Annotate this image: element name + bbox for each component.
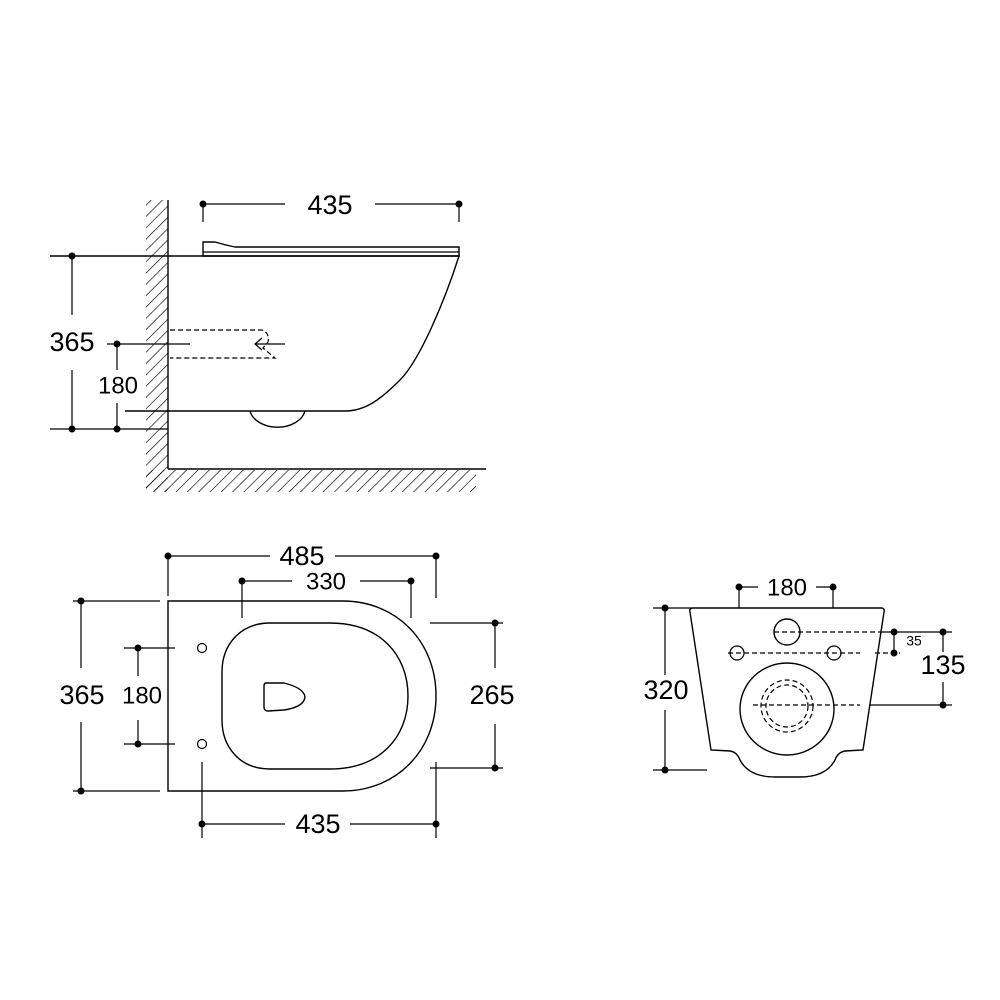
inlet-arrow-icon [254,337,263,351]
bowl-outline [221,622,409,770]
outlet-dashed-outer [760,679,814,733]
rear-outline [689,607,885,778]
toilet-body [50,255,460,412]
top-width-label: 365 [59,680,104,710]
side-depth-label: 435 [307,190,352,220]
floor-hatch [146,470,476,492]
wall-hatch [146,200,168,492]
rear-height-label: 320 [643,675,688,705]
rear-fixing-spacing-label: 180 [767,574,807,601]
side-view: 435 365 180 [49,190,488,492]
top-length-label: 485 [279,541,324,571]
rear-view: 180 320 35 135 [643,574,966,778]
top-fixing-spacing-label: 180 [122,682,162,709]
outlet-dashed-inner [765,684,809,728]
rear-hole-offset-label: 35 [906,633,922,649]
side-height-label: 365 [49,327,94,357]
fixing-hole [196,642,208,654]
drain-shape [263,682,306,712]
side-inlet-height-label: 180 [98,372,138,399]
top-view: 485 330 365 180 265 435 [59,541,514,839]
top-bowl-width-label: 265 [469,680,514,710]
top-bowl-length-label: 330 [306,568,346,595]
top-fixing-to-front-label: 435 [295,809,340,839]
outlet-bump [249,410,306,428]
outlet-ring [739,662,835,756]
rear-outlet-height-label: 135 [920,650,965,680]
inlet-dashed [170,329,277,359]
fixing-hole [196,738,208,750]
toilet-outline [167,600,437,792]
